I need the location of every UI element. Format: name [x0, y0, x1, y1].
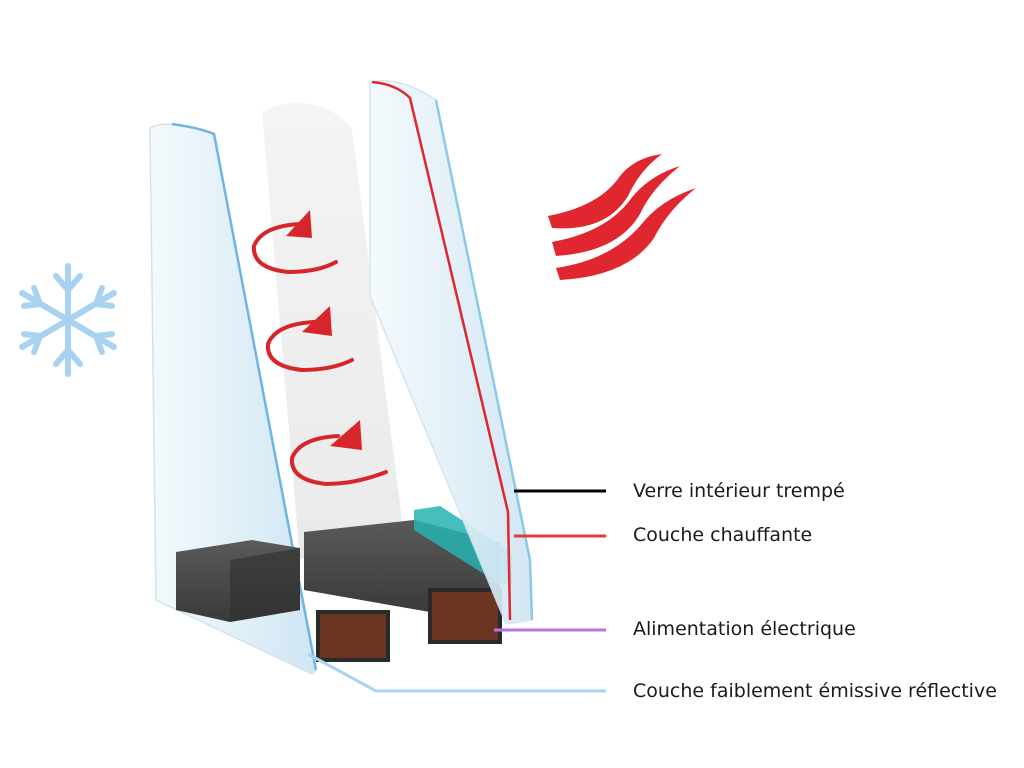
heating-layer-line	[371, 80, 512, 621]
outer-glass-pane	[149, 122, 318, 675]
label-low-e-coating: Couche faiblement émissive réflective	[633, 680, 997, 702]
spacer-left	[176, 540, 390, 662]
label-power-supply: Alimentation électrique	[633, 618, 856, 640]
snowflake-icon	[19, 263, 117, 377]
circular-arrow-icon	[289, 420, 388, 487]
label-inner-tempered-glass: Verre intérieur trempé	[633, 480, 845, 502]
heat-waves-icon	[548, 154, 696, 280]
leader-line-low-e-coating	[307, 652, 606, 693]
circular-arrow-icon	[251, 210, 338, 275]
air-gap	[262, 103, 402, 560]
inner-glass-pane	[369, 80, 534, 625]
label-heating-layer: Couche chauffante	[633, 524, 813, 546]
circular-arrow-icon	[265, 306, 354, 373]
